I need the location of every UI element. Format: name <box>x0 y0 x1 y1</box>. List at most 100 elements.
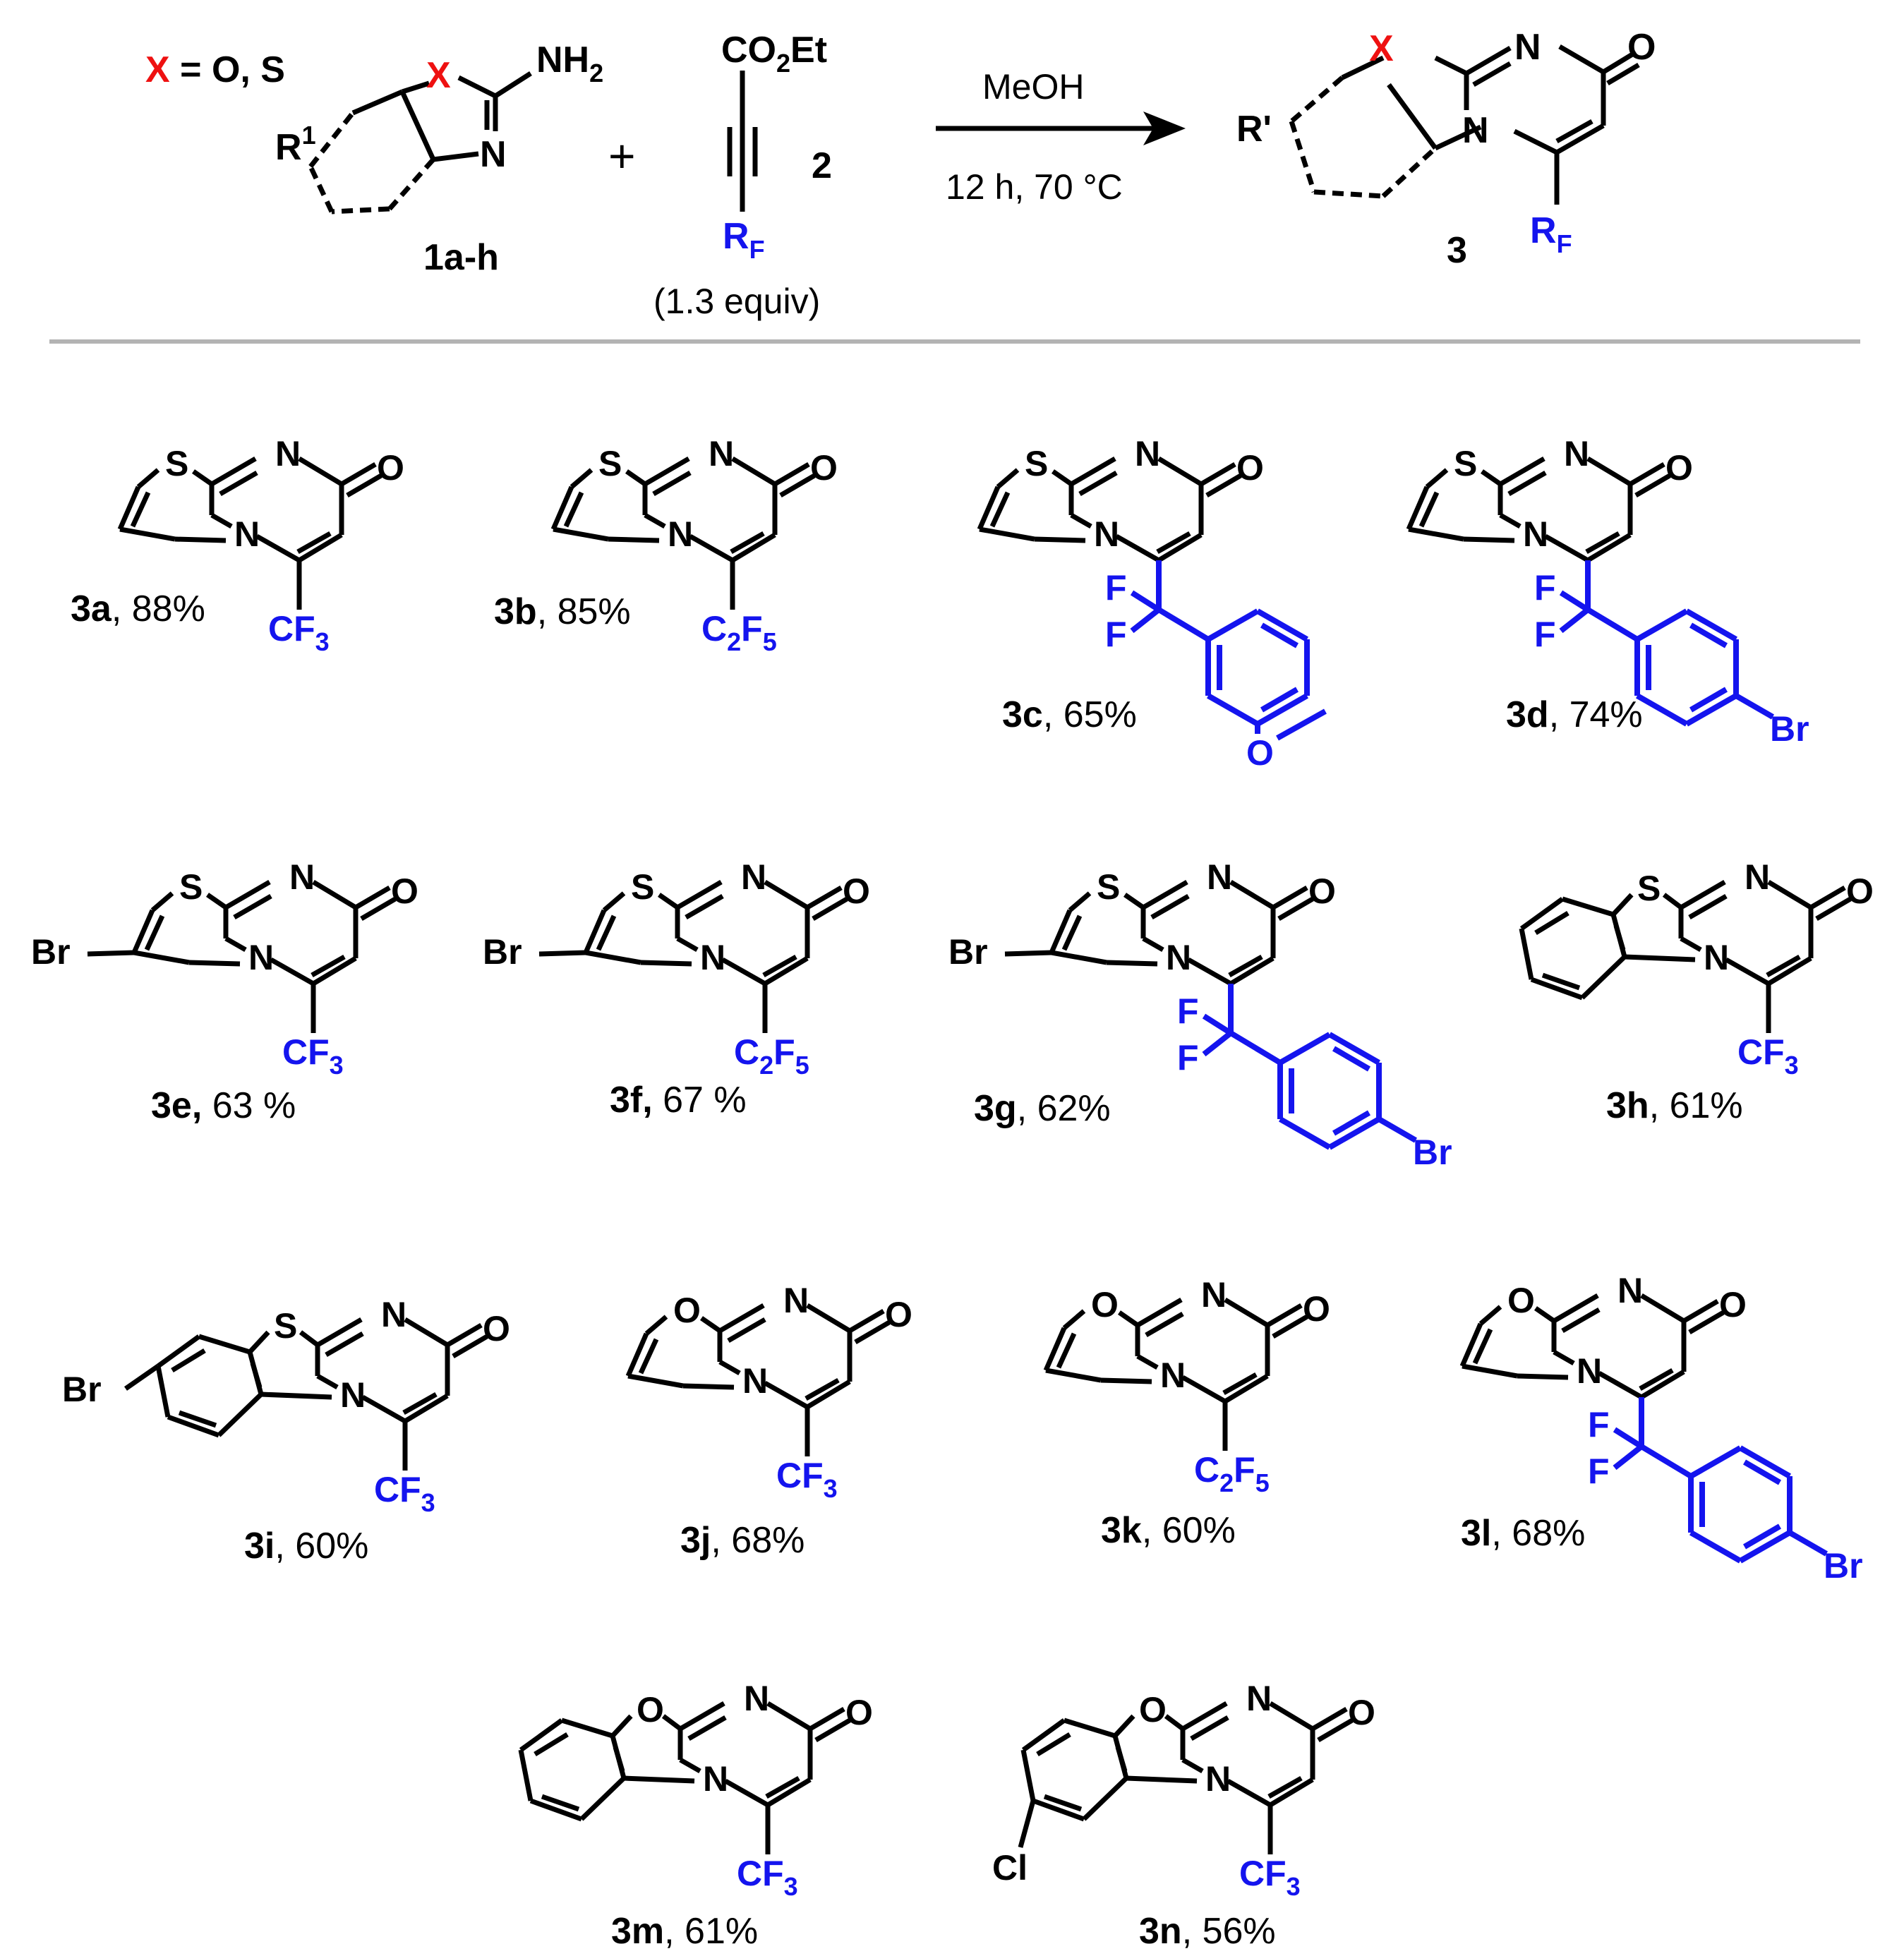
svg-text:O: O <box>1627 27 1656 68</box>
atom-label: N <box>668 514 693 554</box>
atom-label: N <box>1207 857 1232 897</box>
compound-label: 3l, 68% <box>1461 1513 1585 1554</box>
carbonyl-oxygen: O <box>1719 1285 1747 1324</box>
carbonyl-oxygen: O <box>810 448 838 488</box>
oxygen-atom: O <box>1091 1285 1119 1324</box>
reaction-header: X = O, S R1 X NH2 N 1a-h + CO2Et <box>145 27 1656 321</box>
svg-text:N: N <box>480 134 507 175</box>
atom-label: N <box>1246 1679 1272 1718</box>
atom-label: N <box>234 514 260 554</box>
cf3-group: CF3 <box>282 1032 344 1080</box>
carbonyl-oxygen: O <box>1236 448 1264 488</box>
c2f5-group: C2F5 <box>701 609 777 656</box>
compound-label: 3e, 63 % <box>151 1085 296 1126</box>
compound-label: 3f, 67 % <box>610 1080 747 1121</box>
svg-text:R1: R1 <box>275 121 316 168</box>
compound-id: 3d <box>1506 694 1549 735</box>
cf3-group: CF3 <box>268 609 330 656</box>
atom-label: N <box>340 1375 366 1415</box>
atom-label: N <box>1160 1356 1186 1395</box>
sulfur-atom: S <box>631 867 654 907</box>
c2f5-group: C2F5 <box>734 1032 809 1080</box>
compound-id: 3h <box>1606 1085 1649 1126</box>
atom-label: N <box>275 434 301 473</box>
oxygen-atom: O <box>673 1291 701 1330</box>
atom-label: N <box>1135 434 1160 473</box>
compound-yield: , 61% <box>664 1911 758 1952</box>
product-3: R' X N O N RF 3 <box>1236 27 1656 271</box>
compound-label: 3j, 68% <box>680 1520 805 1561</box>
svg-text:NH2: NH2 <box>536 40 603 87</box>
atom-label: N <box>742 1361 768 1401</box>
compound-id: 3f, <box>610 1080 653 1121</box>
compound-yield: , 74% <box>1549 694 1643 735</box>
compound-id: 3n <box>1139 1911 1182 1952</box>
carbonyl-oxygen: O <box>483 1309 510 1348</box>
compound-label: 3i, 60% <box>244 1526 368 1566</box>
atom-label: N <box>744 1679 769 1718</box>
compound-yield: , 56% <box>1182 1911 1276 1952</box>
carbonyl-oxygen: O <box>391 871 418 911</box>
bromine-atom: Br <box>948 932 988 972</box>
compound-id: 3a <box>71 588 112 629</box>
svg-text:X: X <box>426 55 451 96</box>
compound-label: 3h, 61% <box>1606 1085 1743 1126</box>
atom-label: N <box>1577 1351 1602 1391</box>
compound-id: 3l <box>1461 1513 1491 1554</box>
fluorine-atom: F <box>1534 615 1556 654</box>
svg-text:R': R' <box>1236 109 1272 150</box>
carbonyl-oxygen: O <box>1665 448 1693 488</box>
compound-id: 3g <box>974 1088 1017 1129</box>
atom-label: N <box>1205 1759 1231 1799</box>
compound-label: 3a, 88% <box>71 588 205 629</box>
cf3-group: CF3 <box>1737 1032 1799 1080</box>
atom-label: N <box>703 1759 728 1799</box>
equiv-label: (1.3 equiv) <box>653 282 820 321</box>
svg-text:RF: RF <box>1530 210 1572 258</box>
sulfur-atom: S <box>179 867 203 907</box>
compound-label: 3n, 56% <box>1139 1911 1276 1952</box>
atom-label: N <box>783 1281 809 1320</box>
sulfur-atom: S <box>1637 869 1661 908</box>
sulfur-atom: S <box>598 444 622 483</box>
label-2: 2 <box>812 145 832 186</box>
carbonyl-oxygen: O <box>1303 1289 1330 1329</box>
sulfur-atom: S <box>165 444 188 483</box>
compound-id: 3i <box>244 1526 275 1566</box>
chlorine-atom: Cl <box>992 1848 1028 1888</box>
compound-yield: , 88% <box>112 588 205 629</box>
svg-text:N: N <box>1514 27 1541 68</box>
starting-material-1: R1 X NH2 N 1a-h <box>275 40 603 278</box>
svg-text:RF: RF <box>723 216 765 264</box>
compound-id: 3m <box>611 1911 664 1952</box>
atom-label: N <box>381 1295 406 1334</box>
compound-label: 3d, 74% <box>1506 694 1643 735</box>
compound-yield: , 62% <box>1017 1088 1111 1129</box>
compound-yield: 63 % <box>202 1085 296 1126</box>
compound-yield: , 65% <box>1043 694 1137 735</box>
atom-label: N <box>700 938 725 977</box>
methoxy-oxygen: O <box>1246 733 1274 773</box>
sulfur-atom: S <box>1454 444 1477 483</box>
bromine-atom: Br <box>1824 1546 1863 1586</box>
c2f5-group: C2F5 <box>1194 1450 1270 1497</box>
label-3: 3 <box>1447 230 1467 271</box>
compound-yield: , 60% <box>275 1526 368 1566</box>
bromine-atom: Br <box>483 932 522 972</box>
